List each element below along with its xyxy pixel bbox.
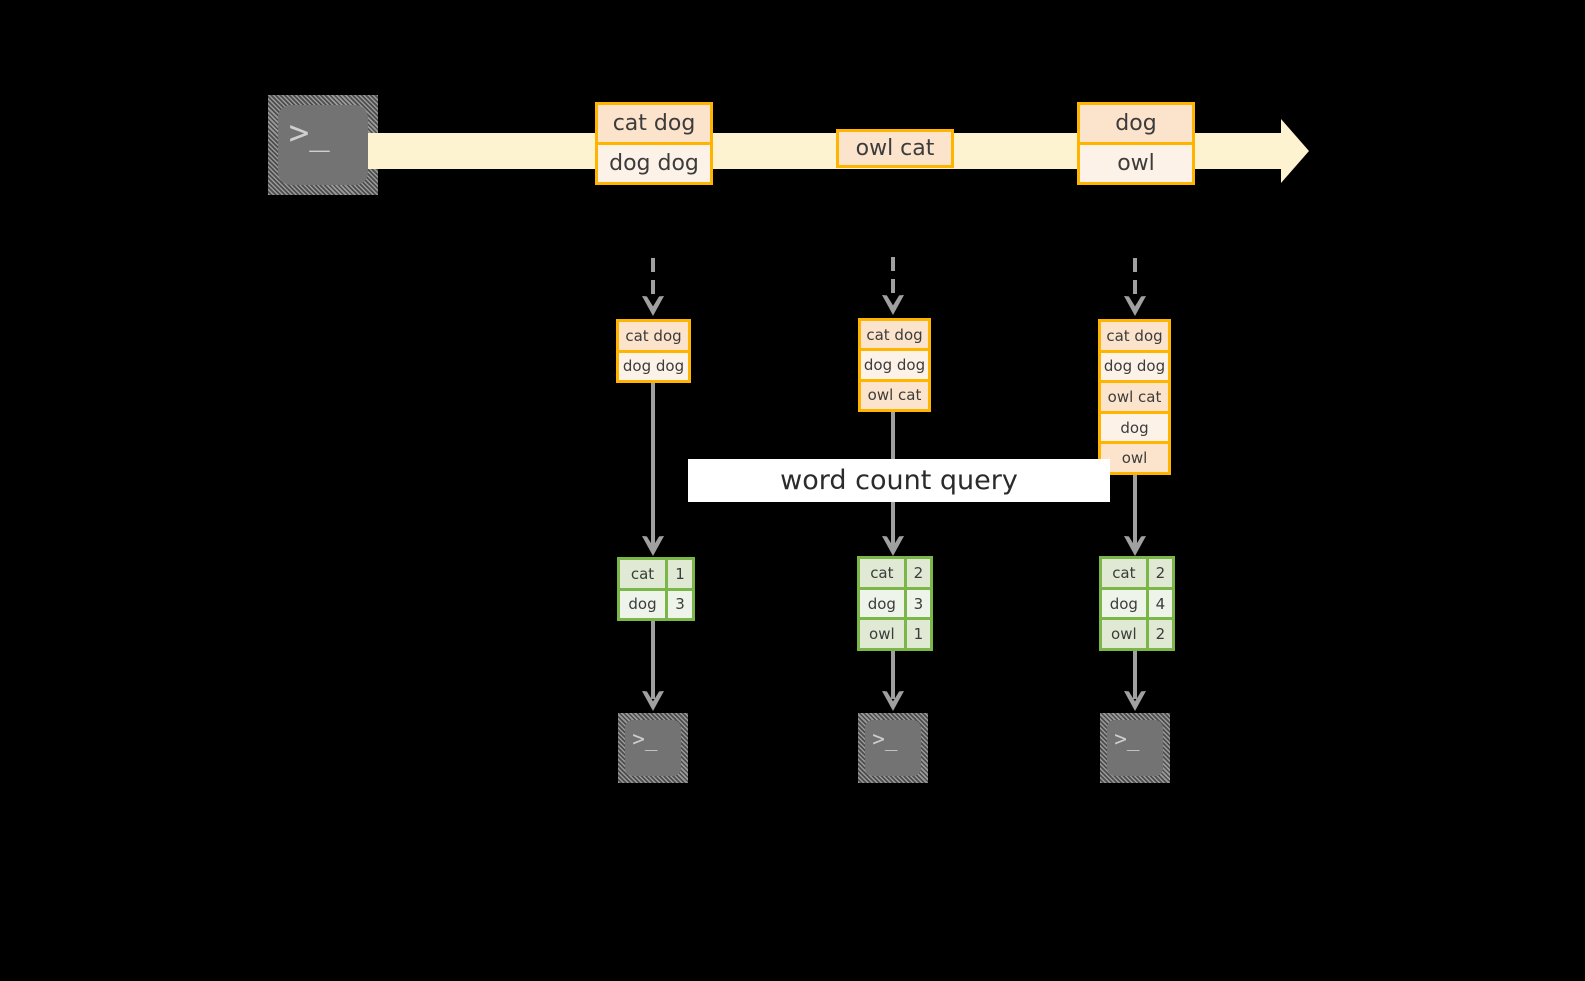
snapshot-3-input-table: cat dog dog dog owl cat dog owl [1098, 319, 1171, 475]
snapshot-input-line: owl cat [1101, 380, 1168, 411]
snapshot-input-line: owl cat [861, 378, 928, 409]
stream-message-line: dog dog [598, 142, 710, 182]
snapshot-1-input-table: cat dog dog dog [616, 319, 691, 383]
table-row: dog 3 [620, 587, 692, 618]
query-connector-snapshot-3 [1133, 475, 1137, 551]
stream-message-line: owl cat [839, 132, 951, 165]
table-row: cat 1 [620, 560, 692, 588]
word-cell: dog [1102, 589, 1146, 618]
stream-message-batch-1: cat dog dog dog [595, 102, 713, 185]
dashed-connector-snapshot-1 [651, 258, 655, 300]
stream-message-line: cat dog [598, 105, 710, 142]
sink-terminal-icon-3: >_ [1100, 713, 1170, 783]
sink-terminal-icon-1: >_ [618, 713, 688, 783]
count-cell: 2 [903, 559, 930, 587]
terminal-screen: >_ [278, 105, 368, 185]
word-cell: owl [860, 620, 904, 649]
snapshot-3-result-table: cat 2 dog 4 owl 2 [1099, 556, 1175, 651]
snapshot-input-line: dog dog [619, 349, 688, 380]
word-cell: cat [620, 560, 665, 588]
stream-message-line: dog [1080, 105, 1192, 142]
stream-message-batch-3: dog owl [1077, 102, 1195, 185]
snapshot-input-line: dog dog [1101, 349, 1168, 381]
terminal-screen: >_ [625, 720, 681, 776]
snapshot-input-line: cat dog [619, 322, 688, 350]
count-cell: 3 [903, 589, 930, 618]
snapshot-2-result-table: cat 2 dog 3 owl 1 [857, 556, 933, 651]
sink-connector-snapshot-1 [651, 621, 655, 699]
terminal-screen: >_ [1107, 720, 1163, 776]
dashed-connector-snapshot-3 [1133, 258, 1137, 300]
snapshot-input-line: cat dog [1101, 322, 1168, 350]
word-cell: owl [1102, 620, 1146, 649]
snapshot-2-input-table: cat dog dog dog owl cat [858, 318, 931, 412]
count-cell: 3 [665, 590, 692, 618]
query-label-banner: word count query [688, 459, 1110, 502]
terminal-prompt-glyph: >_ [632, 726, 658, 751]
sink-connector-snapshot-2 [891, 651, 895, 699]
sink-connector-snapshot-3 [1133, 651, 1137, 699]
table-row: dog 3 [860, 586, 930, 618]
count-cell: 4 [1145, 589, 1172, 618]
snapshot-input-line: dog dog [861, 348, 928, 379]
word-cell: cat [1102, 559, 1146, 587]
count-cell: 2 [1145, 559, 1172, 587]
table-row: cat 2 [860, 559, 930, 587]
snapshot-1-result-table: cat 1 dog 3 [617, 557, 695, 621]
word-cell: cat [860, 559, 904, 587]
stream-message-line: owl [1080, 142, 1192, 182]
word-cell: dog [620, 590, 665, 618]
table-row: owl 1 [860, 617, 930, 649]
terminal-screen: >_ [865, 720, 921, 776]
snapshot-input-line: cat dog [861, 321, 928, 349]
stream-message-batch-2: owl cat [836, 129, 954, 168]
snapshot-input-line: dog [1101, 410, 1168, 442]
query-connector-snapshot-1 [651, 383, 655, 551]
source-terminal-icon: >_ [268, 95, 378, 195]
query-label-text: word count query [780, 465, 1018, 496]
table-row: owl 2 [1102, 617, 1172, 649]
terminal-prompt-glyph: >_ [288, 113, 330, 154]
table-row: dog 4 [1102, 586, 1172, 618]
sink-terminal-icon-2: >_ [858, 713, 928, 783]
terminal-prompt-glyph: >_ [872, 726, 898, 751]
count-cell: 2 [1145, 620, 1172, 649]
snapshot-input-line: owl [1101, 441, 1168, 472]
dashed-connector-snapshot-2 [891, 257, 895, 299]
table-row: cat 2 [1102, 559, 1172, 587]
terminal-prompt-glyph: >_ [1114, 726, 1140, 751]
count-cell: 1 [903, 620, 930, 649]
count-cell: 1 [665, 560, 692, 588]
stream-arrow-head-icon [1281, 119, 1309, 183]
word-cell: dog [860, 589, 904, 618]
